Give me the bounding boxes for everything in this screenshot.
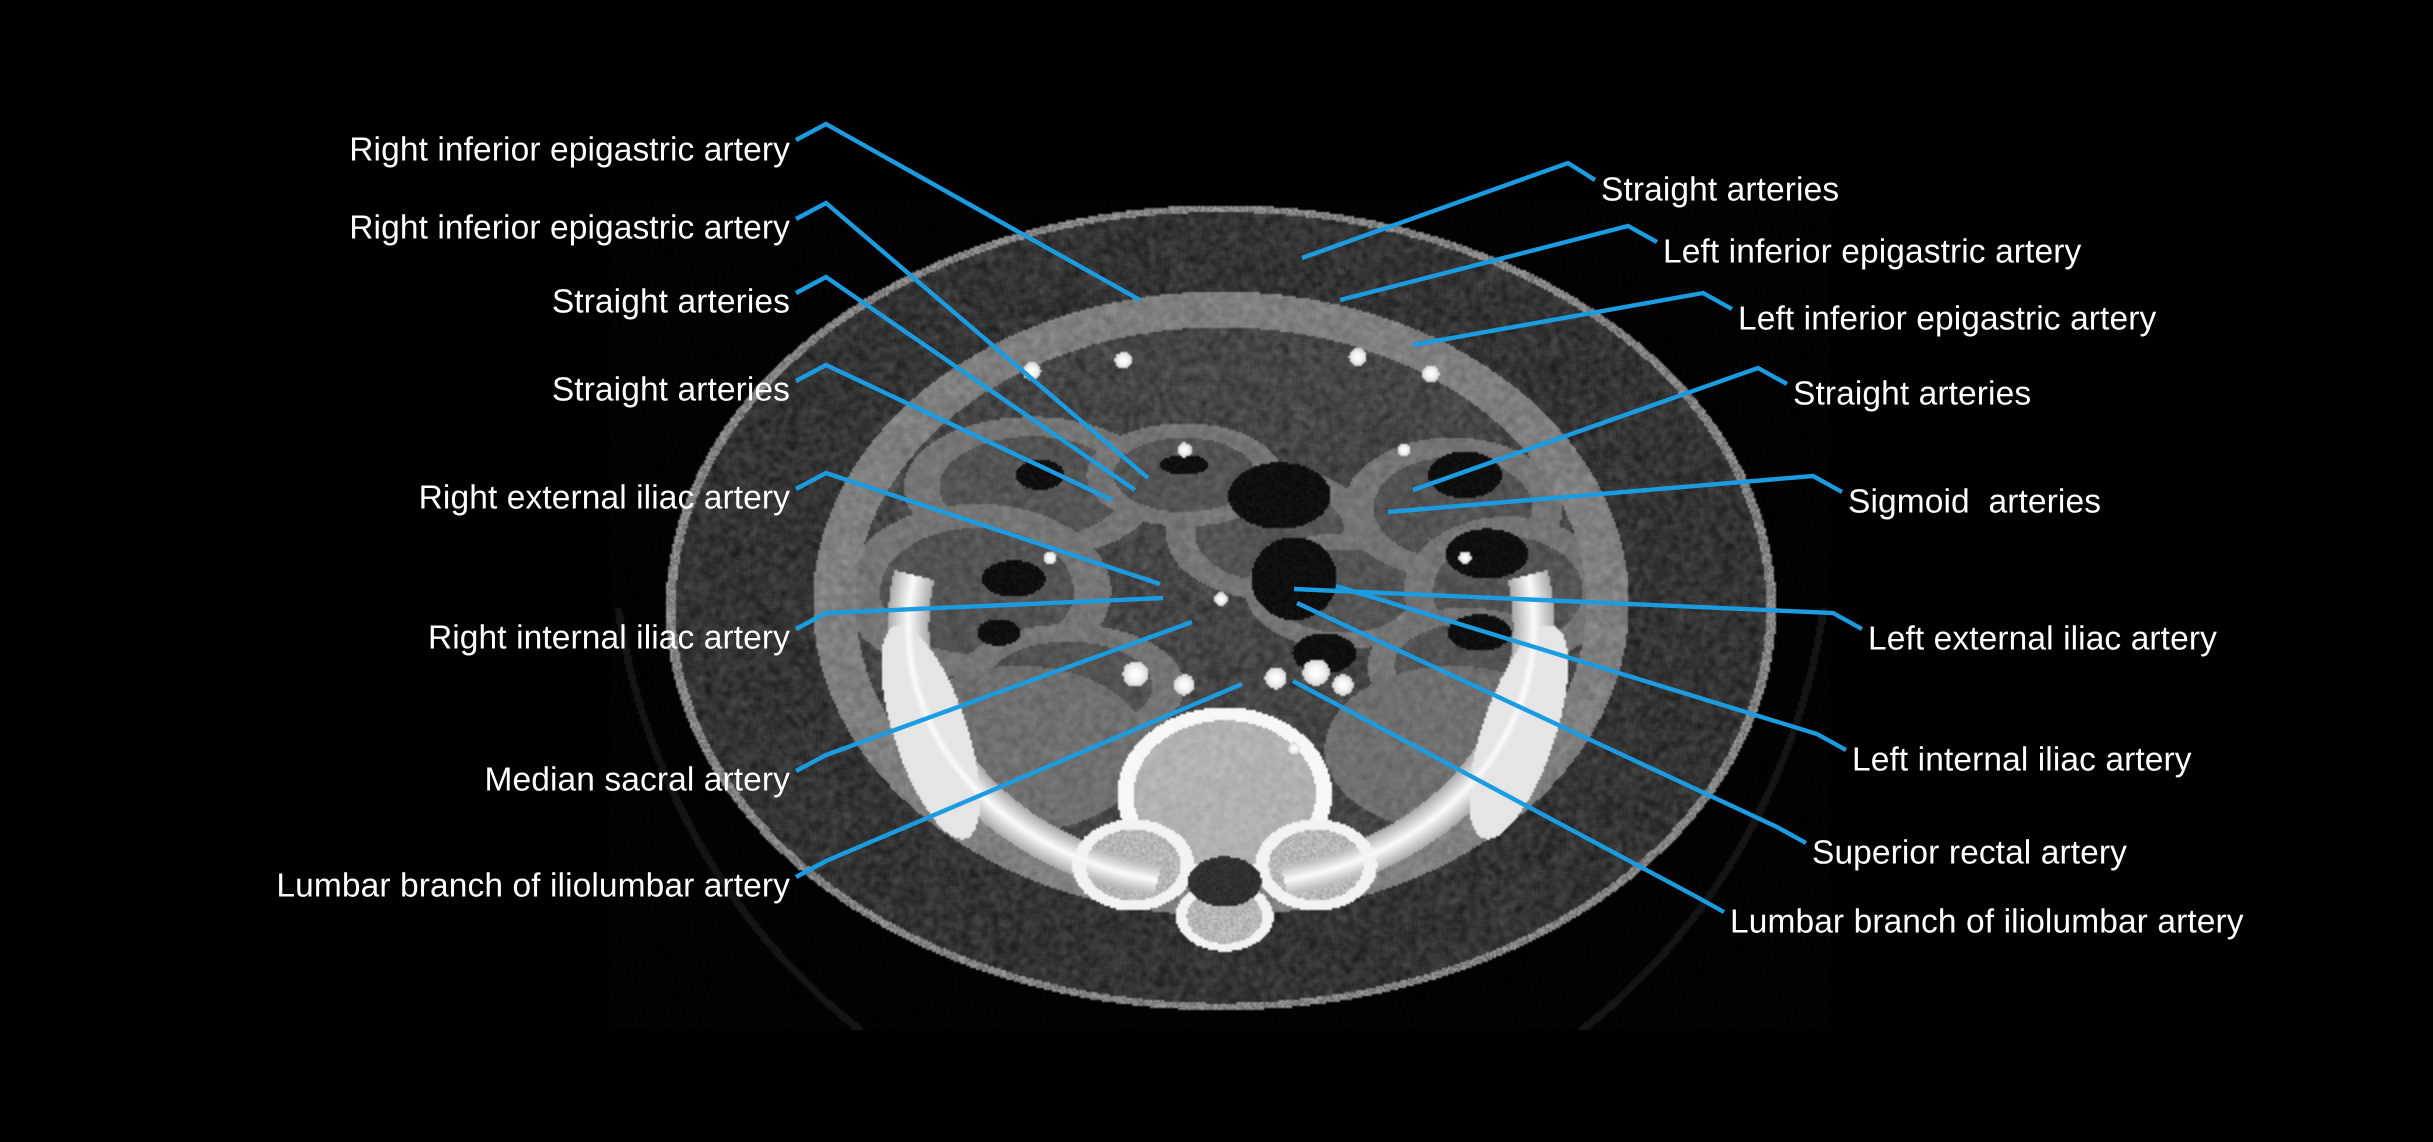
label-right-internal-iliac-artery: Right internal iliac artery bbox=[427, 619, 790, 657]
label-left-external-iliac-artery: Left external iliac artery bbox=[1868, 620, 2217, 658]
label-right-external-iliac-artery: Right external iliac artery bbox=[418, 479, 790, 517]
label-lumbar-branch-of-iliolumbar-artery-right: Lumbar branch of iliolumbar artery bbox=[1730, 903, 2244, 941]
label-left-internal-iliac-artery: Left internal iliac artery bbox=[1852, 741, 2192, 779]
label-left-inferior-epigastric-artery-1: Left inferior epigastric artery bbox=[1663, 233, 2082, 271]
ct-scan-image bbox=[610, 200, 1830, 1030]
label-straight-arteries-right-1: Straight arteries bbox=[1601, 171, 1840, 209]
label-straight-arteries-right-2: Straight arteries bbox=[1793, 375, 2032, 413]
label-sigmoid-arteries: Sigmoid arteries bbox=[1848, 483, 2102, 521]
label-median-sacral-artery: Median sacral artery bbox=[484, 761, 790, 799]
label-left-inferior-epigastric-artery-2: Left inferior epigastric artery bbox=[1738, 300, 2157, 338]
label-lumbar-branch-of-iliolumbar-artery-left: Lumbar branch of iliolumbar artery bbox=[276, 867, 790, 905]
label-right-inferior-epigastric-artery-1: Right inferior epigastric artery bbox=[349, 131, 790, 169]
label-right-inferior-epigastric-artery-2: Right inferior epigastric artery bbox=[349, 209, 790, 247]
label-superior-rectal-artery: Superior rectal artery bbox=[1812, 834, 2127, 872]
label-straight-arteries-left-1: Straight arteries bbox=[551, 283, 790, 321]
ct-axial-slice bbox=[610, 200, 1830, 1030]
label-straight-arteries-left-2: Straight arteries bbox=[551, 371, 790, 409]
